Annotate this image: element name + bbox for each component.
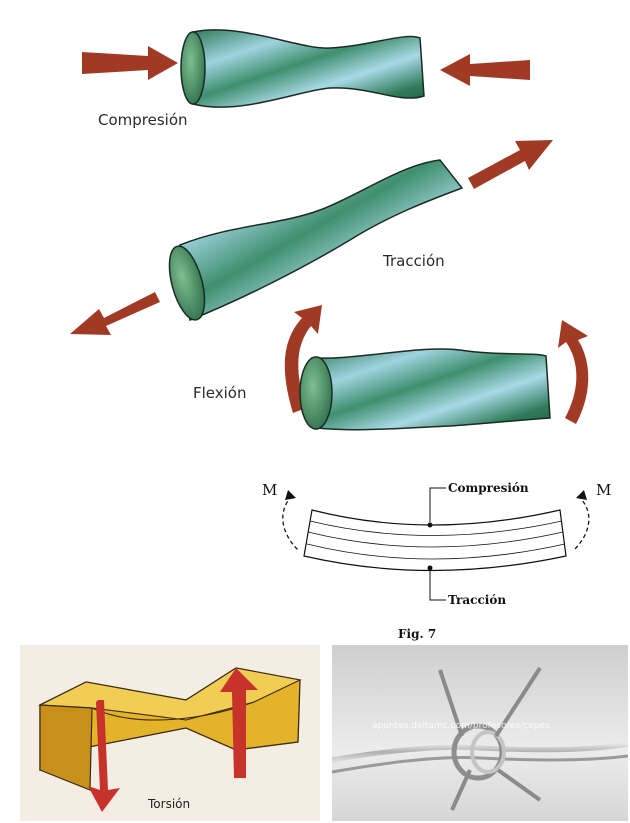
figure-caption: Fig. 7 <box>398 627 436 641</box>
label-flexion: Flexión <box>193 384 247 402</box>
traction-figure: Tracción <box>70 140 553 335</box>
moment-arrow-left <box>283 496 298 550</box>
flexion-figure: Flexión <box>193 305 588 430</box>
compression-tube <box>193 30 424 107</box>
moment-arrow-right <box>574 496 589 550</box>
label-beam-compresion: Compresión <box>448 481 529 495</box>
arrow-right-compression <box>440 54 530 86</box>
moment-arrowhead-right <box>576 490 587 500</box>
beam-point-bottom <box>428 566 433 571</box>
compression-figure: Compresión <box>82 30 530 129</box>
label-beam-traccion: Tracción <box>448 593 506 607</box>
arrow-left-compression <box>82 46 178 80</box>
beam-schematic: M Compresión Tracción M Fig. 7 <box>262 481 611 641</box>
label-moment-right: M <box>596 481 611 499</box>
arrow-curved-right-flexion <box>558 320 588 424</box>
compression-tube-cap <box>181 32 205 104</box>
leader-traccion <box>430 571 446 600</box>
beam-outline <box>304 510 566 571</box>
label-moment-left: M <box>262 481 277 499</box>
torsion-tile: Torsión <box>20 645 320 821</box>
photo-watermark: apuntes.deltamc.com/profesores/cepes <box>372 721 550 731</box>
flexion-tube-cap <box>300 357 332 429</box>
label-traccion: Tracción <box>382 252 445 270</box>
traction-tube <box>180 160 462 320</box>
beam-point-top <box>428 523 433 528</box>
barbed-wire-photo: apuntes.deltamc.com/profesores/cepes <box>332 645 628 821</box>
arrow-down-left-traction <box>70 292 160 335</box>
label-torsion: Torsión <box>147 797 190 811</box>
arrow-up-right-traction <box>468 140 553 189</box>
leader-compresion <box>430 488 446 522</box>
flexion-tube <box>312 349 550 430</box>
moment-arrowhead-left <box>285 490 296 500</box>
label-compresion: Compresión <box>98 111 188 129</box>
